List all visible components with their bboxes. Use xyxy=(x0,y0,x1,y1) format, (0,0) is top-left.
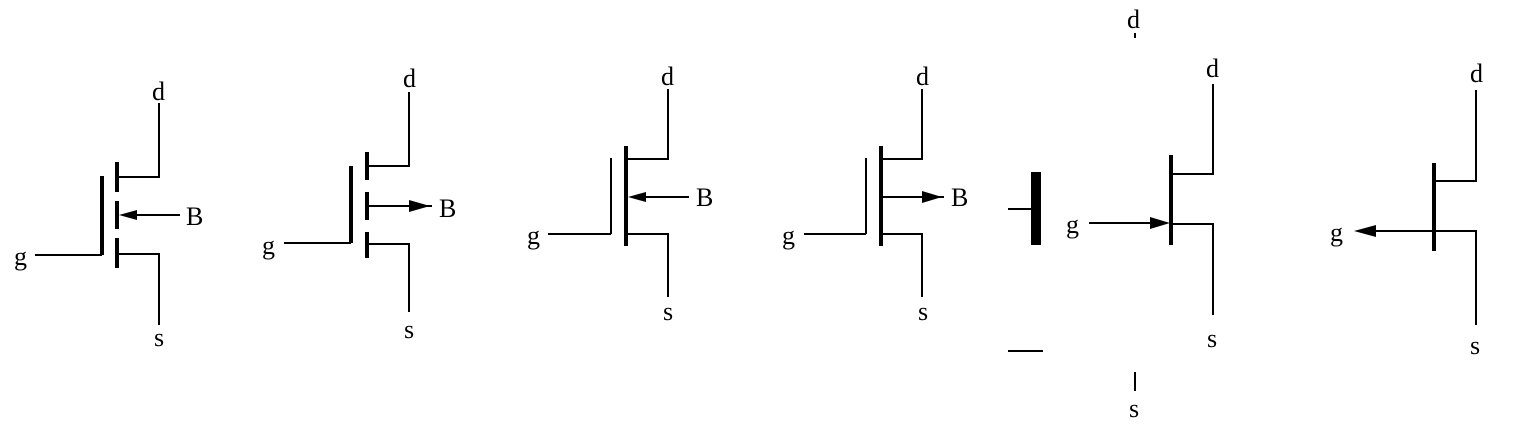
drain-label: d xyxy=(916,62,929,91)
body-arrow-icon xyxy=(409,200,430,212)
symbol-2: d g s B xyxy=(262,64,456,344)
drain-lead xyxy=(626,89,669,160)
source-lead xyxy=(626,233,669,297)
drain-lead xyxy=(1434,90,1477,182)
source-lead xyxy=(881,233,923,297)
stray-drain-label: d xyxy=(1127,5,1140,34)
drain-lead xyxy=(117,103,160,178)
gate-label: g xyxy=(14,242,27,271)
drain-label: d xyxy=(1206,54,1219,83)
symbol-6: d g s xyxy=(1330,59,1483,360)
source-label: s xyxy=(1207,324,1217,353)
gate-arrow-icon xyxy=(1150,217,1170,229)
source-label: s xyxy=(154,323,164,352)
source-label: s xyxy=(663,297,673,326)
symbol-3: d g s B xyxy=(527,62,713,326)
gate-label: g xyxy=(1066,210,1079,239)
stray-source-label: s xyxy=(1129,394,1139,423)
source-lead xyxy=(367,243,410,312)
gate-label: g xyxy=(782,221,795,250)
gate-label: g xyxy=(1330,218,1343,247)
source-lead xyxy=(1171,223,1214,315)
body-arrow-icon xyxy=(628,192,646,202)
drain-label: d xyxy=(1470,59,1483,88)
gate-label: g xyxy=(527,221,540,250)
gate-label: g xyxy=(262,231,275,260)
body-label: B xyxy=(439,194,456,223)
drain-lead xyxy=(367,92,410,167)
body-arrow-icon xyxy=(922,191,942,203)
body-label: B xyxy=(186,202,203,231)
stray-fragments: d s xyxy=(1008,5,1140,423)
body-label: B xyxy=(951,183,968,212)
symbol-5: d g s xyxy=(1066,54,1219,353)
symbol-4: d g s B xyxy=(782,62,968,326)
drain-lead xyxy=(881,89,923,160)
drain-label: d xyxy=(152,77,165,106)
body-arrow-icon xyxy=(119,210,137,220)
drain-lead xyxy=(1171,84,1214,175)
drain-label: d xyxy=(661,62,674,91)
source-label: s xyxy=(404,315,414,344)
body-label: B xyxy=(696,183,713,212)
drain-label: d xyxy=(403,64,416,93)
source-lead xyxy=(1434,230,1477,325)
gate-arrow-icon xyxy=(1354,225,1376,237)
source-label: s xyxy=(918,297,928,326)
symbol-1: d g s B xyxy=(14,77,203,352)
source-lead xyxy=(117,253,160,325)
source-label: s xyxy=(1470,331,1480,360)
